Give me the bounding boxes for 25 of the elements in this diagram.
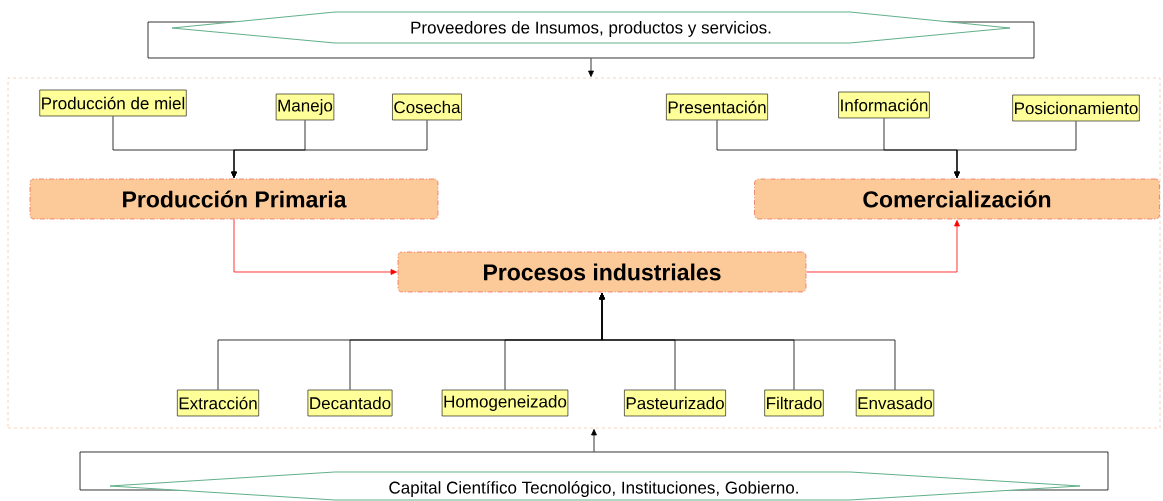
stage-box: Producción Primaria: [29, 178, 439, 220]
stage-box: Procesos industriales: [397, 251, 807, 293]
group-frame: [7, 77, 1161, 429]
label-box: Posicionamiento: [1012, 94, 1140, 122]
banner-box: Capital Científico Tecnológico, Instituciones, Gobierno.: [79, 451, 1109, 501]
label-box: Extracción: [177, 389, 259, 417]
arrow: [954, 120, 1077, 178]
label-box: Información: [838, 91, 930, 119]
label-box: Filtrado: [764, 389, 824, 417]
arrow: [599, 293, 896, 391]
label-box: Cosecha: [392, 93, 462, 121]
stage-box: Comercialización: [754, 178, 1160, 220]
arrow: [806, 220, 960, 273]
arrow: [231, 119, 428, 178]
label-box: Manejo: [275, 93, 335, 121]
arrow: [588, 58, 594, 77]
label-box: Decantado: [307, 389, 393, 417]
label-box: Homogeneizado: [441, 389, 569, 417]
label-box: Presentación: [666, 93, 768, 121]
label-box: Producción de miel: [39, 89, 187, 117]
label-box: Envasado: [855, 389, 935, 417]
arrow: [233, 219, 397, 275]
banner-box: Proveedores de Insumos, productos y servicios.: [147, 11, 1035, 59]
arrow: [591, 429, 597, 452]
label-box: Pasteurizado: [624, 389, 726, 417]
